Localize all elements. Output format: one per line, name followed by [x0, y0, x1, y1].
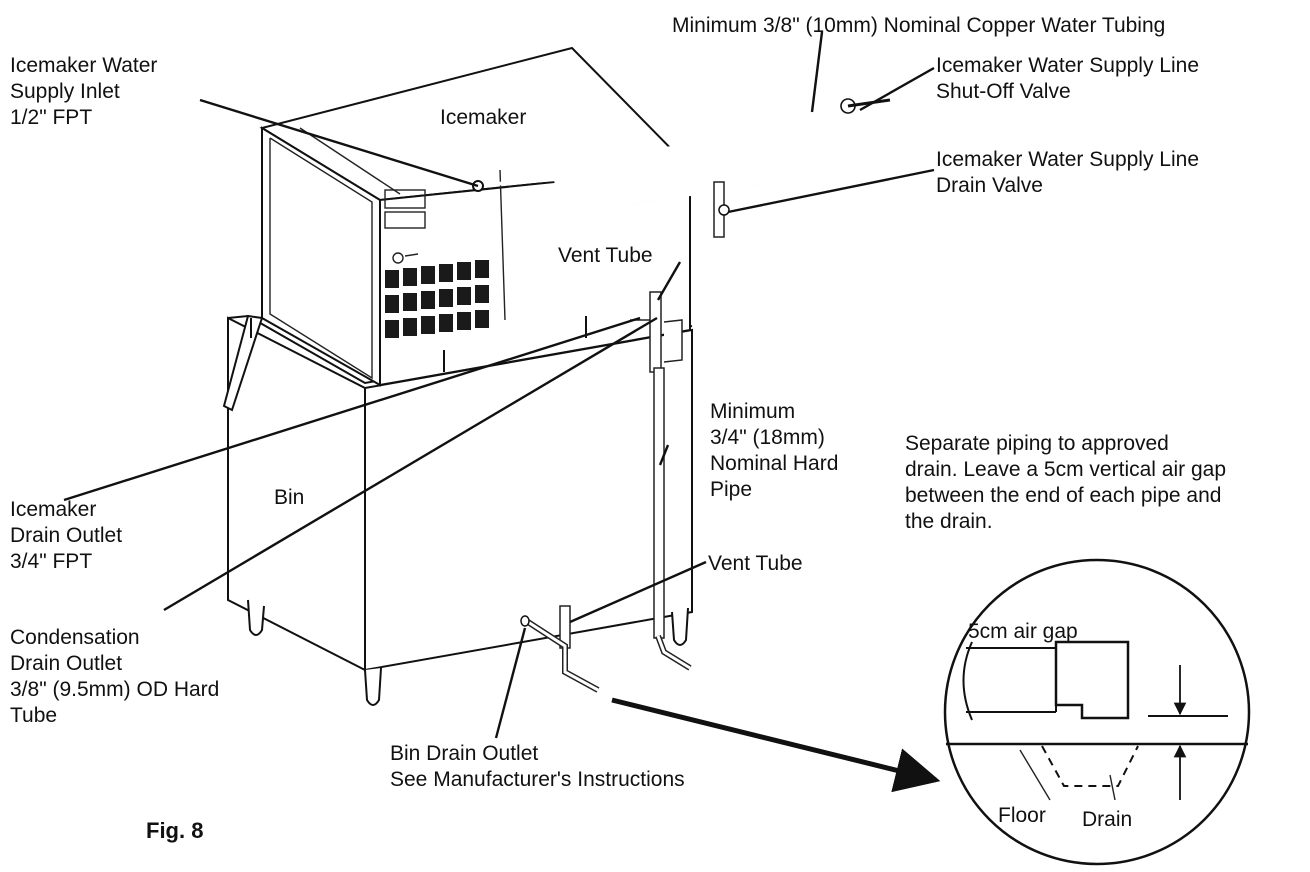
leader-lines: [63, 31, 935, 739]
valve-icon: [840, 98, 891, 114]
water-supply-piping: [472, 96, 901, 238]
hard-pipe-label-line1: Minimum: [710, 400, 795, 423]
air-gap-label: 5cm air gap: [968, 620, 1078, 643]
drain-label: Drain: [1082, 808, 1132, 831]
hard-pipe-label-line3: Nominal Hard: [710, 452, 838, 475]
bin-drain-line2: See Manufacturer's Instructions: [390, 768, 685, 791]
separate-piping-line4: the drain.: [905, 510, 993, 533]
figure-label: Fig. 8: [146, 818, 203, 843]
condensation-line3: 3/8" (9.5mm) OD Hard: [10, 678, 219, 701]
hard-pipe-label-line2: 3/4" (18mm): [710, 426, 825, 449]
condensation-line1: Condensation: [10, 626, 140, 649]
drain-valve-label-line1: Icemaker Water Supply Line: [936, 148, 1199, 171]
separate-piping-line1: Separate piping to approved: [905, 432, 1169, 455]
condensation-line2: Drain Outlet: [10, 652, 122, 675]
floor-label: Floor: [998, 804, 1046, 827]
bin-drain-line1: Bin Drain Outlet: [390, 742, 538, 765]
hard-pipe-label-line4: Pipe: [710, 478, 752, 501]
condenser-grille: [385, 260, 489, 338]
inlet-label-line1: Icemaker Water: [10, 54, 157, 77]
shutoff-label-line2: Shut-Off Valve: [936, 80, 1071, 103]
bin-cabinet: [222, 314, 693, 706]
air-gap-detail: [943, 558, 1251, 866]
vent-tube-top-label: Vent Tube: [558, 244, 653, 267]
bin-label: Bin: [274, 486, 304, 509]
vent-tube-bottom-label: Vent Tube: [708, 552, 803, 575]
icemaker-drain-line2: Drain Outlet: [10, 524, 122, 547]
icemaker-label: Icemaker: [440, 106, 526, 129]
separate-piping-line2: drain. Leave a 5cm vertical air gap: [905, 458, 1226, 481]
arrow-icon: [611, 697, 941, 793]
drain-valve-label-line2: Drain Valve: [936, 174, 1043, 197]
icemaker-unit: [250, 46, 693, 387]
shutoff-label-line1: Icemaker Water Supply Line: [936, 54, 1199, 77]
drain-piping: [520, 291, 692, 693]
condensation-line4: Tube: [10, 704, 57, 727]
icemaker-drain-line3: 3/4" FPT: [10, 550, 92, 573]
inlet-label-line3: 1/2" FPT: [10, 106, 92, 129]
separate-piping-line3: between the end of each pipe and: [905, 484, 1221, 507]
copper-tubing-label: Minimum 3/8" (10mm) Nominal Copper Water…: [672, 14, 1165, 37]
inlet-label-line2: Supply Inlet: [10, 80, 120, 103]
icemaker-drain-line1: Icemaker: [10, 498, 96, 521]
